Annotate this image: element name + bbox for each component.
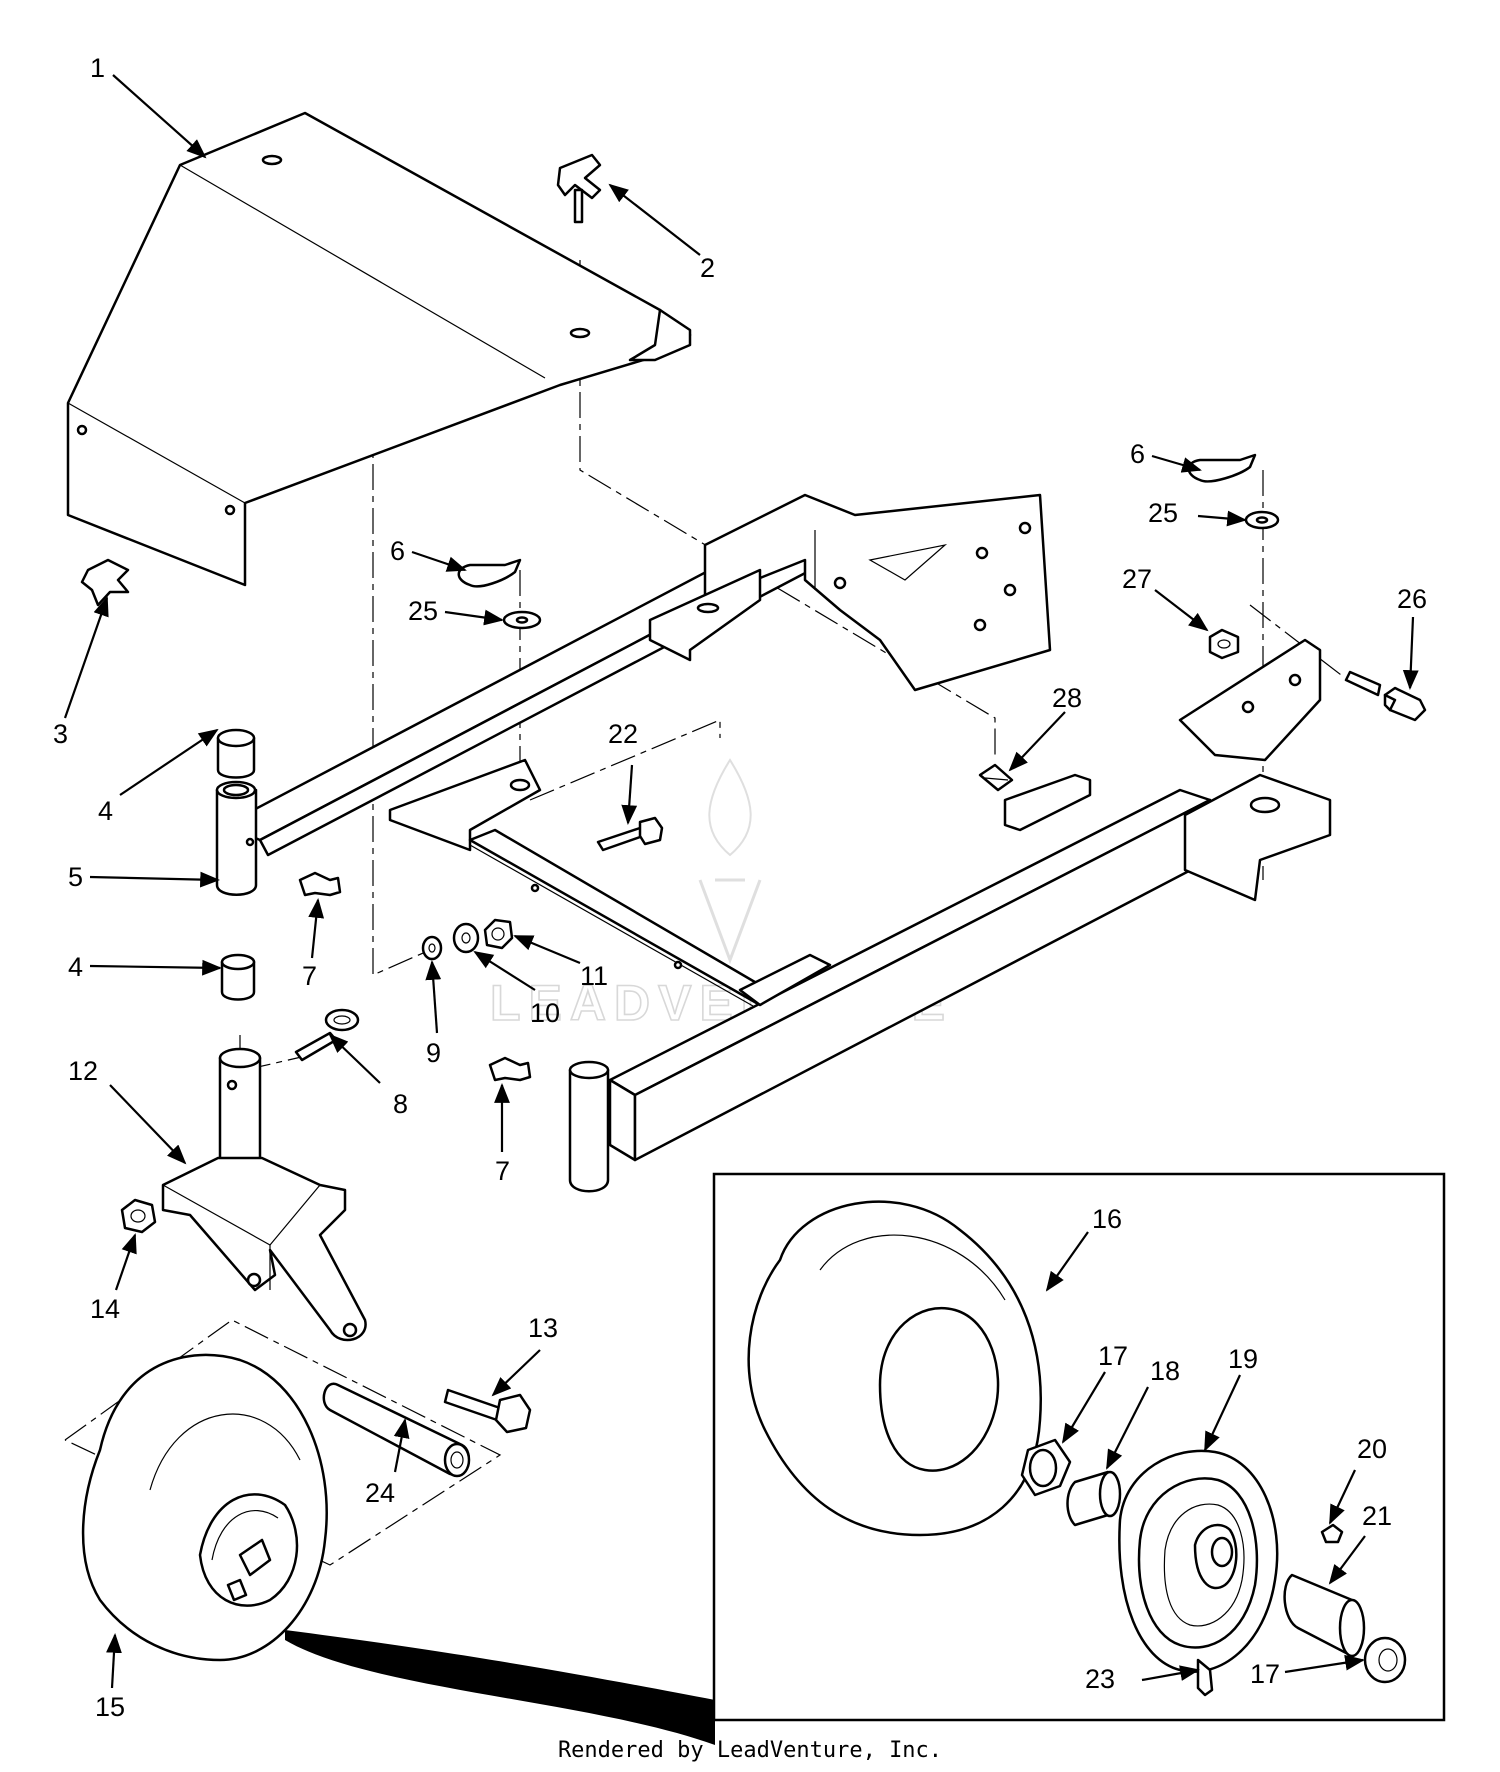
callout-26: 26: [1397, 584, 1427, 614]
grease-fitting-right: [488, 1056, 532, 1082]
callout-22: 22: [608, 719, 638, 749]
callout-17-lower: 17: [1250, 1659, 1280, 1689]
wheel-assembly-15: [81, 1353, 328, 1662]
frame-assembly: [215, 493, 1332, 1193]
callout-19: 19: [1228, 1344, 1258, 1374]
belt-curve: [285, 1630, 715, 1745]
callout-23: 23: [1085, 1664, 1115, 1694]
callout-2: 2: [700, 253, 715, 283]
callout-9: 9: [426, 1038, 441, 1068]
lock-washer-9: [421, 935, 443, 961]
bolt-13: [443, 1388, 532, 1434]
callout-21: 21: [1362, 1501, 1392, 1531]
spacer-18: [1066, 1470, 1122, 1527]
hair-pin-right: [1187, 453, 1257, 483]
callout-17-upper: 17: [1098, 1341, 1128, 1371]
callout-6-right: 6: [1130, 439, 1145, 469]
callout-24: 24: [365, 1478, 395, 1508]
callout-1: 1: [90, 53, 105, 83]
callout-10: 10: [530, 998, 560, 1028]
callout-4-top: 4: [98, 796, 113, 826]
callout-12: 12: [68, 1056, 98, 1086]
callout-5: 5: [68, 862, 83, 892]
callout-20: 20: [1357, 1434, 1387, 1464]
bearing-17-upper: [1020, 1438, 1072, 1497]
callout-16: 16: [1092, 1204, 1122, 1234]
bolt-26: [1344, 670, 1427, 722]
flat-washer-10: [452, 922, 480, 954]
nut-14: [120, 1198, 157, 1234]
callout-8: 8: [393, 1089, 408, 1119]
bolt-22: [596, 816, 664, 852]
callout-leaders: [63, 74, 1419, 1689]
watermark-logo: [698, 758, 762, 965]
callout-7-right: 7: [495, 1156, 510, 1186]
pin-8: [294, 1008, 360, 1062]
tire-16: [747, 1200, 1042, 1537]
footer-credit: Rendered by LeadVenture, Inc.: [557, 1738, 943, 1763]
bushing-top: [216, 728, 256, 779]
callout-25-right: 25: [1148, 498, 1178, 528]
bearing-17-lower: [1363, 1636, 1407, 1684]
callout-7-left: 7: [302, 961, 317, 991]
knob-screw: [556, 153, 602, 224]
grease-fitting-left: [298, 871, 342, 897]
grease-fitting-23: [1196, 1658, 1214, 1697]
wheel-hub-19: [1118, 1449, 1279, 1673]
callout-28: 28: [1052, 683, 1082, 713]
callout-4-bottom: 4: [68, 952, 83, 982]
callout-14: 14: [90, 1294, 120, 1324]
cover-plate: [66, 111, 692, 587]
clip-nut-28: [978, 763, 1014, 792]
knob-left: [80, 558, 130, 607]
callout-13: 13: [528, 1313, 558, 1343]
fitting-20: [1320, 1523, 1344, 1544]
callout-27: 27: [1122, 564, 1152, 594]
hair-pin-left: [457, 558, 522, 588]
callout-18: 18: [1150, 1356, 1180, 1386]
nut-11: [483, 918, 514, 950]
washer-left: [502, 610, 542, 630]
callout-labels: 1 2 3 4 4 5 6 6 7 7 8 9 10 11 12 13 14 1…: [53, 53, 1427, 1722]
bushing-bottom: [220, 953, 256, 1001]
callout-6-left: 6: [390, 536, 405, 566]
flange-nut-27: [1208, 628, 1240, 660]
caster-fork: [161, 1047, 367, 1342]
callout-25-left: 25: [408, 596, 438, 626]
callout-11: 11: [580, 961, 608, 991]
callout-15: 15: [95, 1692, 125, 1722]
callout-3: 3: [53, 719, 68, 749]
washer-right: [1244, 510, 1280, 530]
